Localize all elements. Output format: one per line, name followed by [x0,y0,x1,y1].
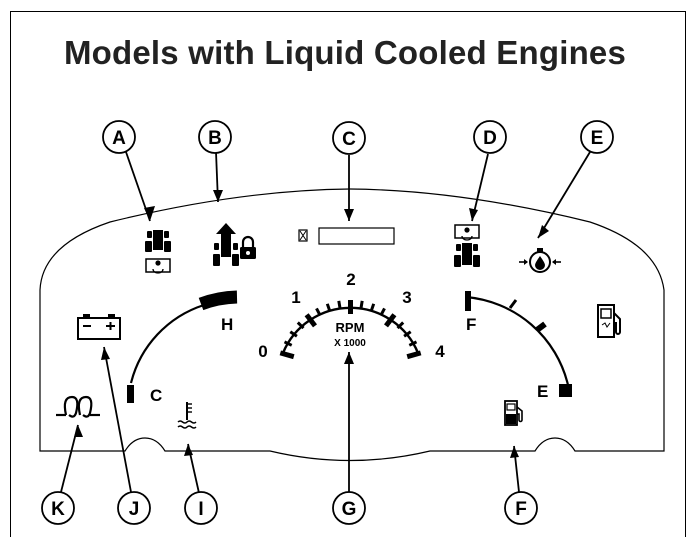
fuel-pump-icon [597,304,621,338]
glow-plug-icon [56,395,100,418]
coolant-temperature-icon [177,402,197,429]
svg-text:K: K [51,499,65,520]
tach-major-tick [304,313,317,328]
tach-minor-tick [337,300,342,310]
tach-minor-tick [289,330,298,338]
svg-text:E: E [591,128,604,149]
tach-major-tick [384,313,397,328]
tach-label-2: 2 [346,270,355,289]
callout-f: F [504,491,538,525]
battery-icon [77,314,121,340]
traction-lock-icon [213,223,256,266]
tach-label-3: 3 [402,288,411,307]
rpm-multiplier-label: X 1000 [334,338,366,349]
figure-frame [10,11,686,537]
temp-low-label: C [150,386,162,405]
tach-minor-tick [396,321,405,330]
svg-text:I: I [198,499,203,520]
figure-title: Models with Liquid Cooled Engines [63,34,627,71]
tach-minor-tick [325,303,332,312]
callout-j: J [117,491,151,525]
svg-text:G: G [342,499,357,520]
tach-minor-tick [359,300,364,310]
tachometer: 0 1 2 3 4 RPM X 1000 [258,270,445,361]
tach-label-4: 4 [435,342,445,361]
fuel-empty-label: E [537,382,548,401]
tach-minor-tick [369,303,376,312]
svg-text:F: F [515,499,527,520]
svg-text:J: J [129,499,140,520]
callout-k: K [41,491,75,525]
tachometer-ticks [279,300,422,360]
hour-meter-display [298,227,395,245]
callout-c: C [332,121,366,155]
svg-text:B: B [208,128,222,149]
svg-text:A: A [112,128,126,149]
tach-minor-tick [296,321,305,330]
front-pto-icon [145,230,171,274]
leader-lines [60,151,591,494]
svg-text:C: C [342,129,356,150]
svg-text:D: D [483,128,497,149]
tach-minor-tick [403,330,412,338]
callout-b: B [198,120,232,154]
tach-minor-tick [408,340,418,347]
fuel-full-label: F [466,315,476,334]
tach-major-tick [406,350,422,360]
leader-arrowheads [74,190,549,458]
callout-a: A [102,120,136,154]
dashboard-outline [39,188,665,462]
tach-major-tick [279,350,295,360]
tach-minor-tick [379,307,386,317]
fuel-gauge: F E [465,291,572,401]
callout-i: I [184,491,218,525]
callout-g: G [332,491,366,525]
rear-pto-icon [454,224,480,267]
callout-d: D [473,120,507,154]
low-fuel-icon [504,400,523,426]
callout-e: E [580,120,614,154]
tach-minor-tick [315,307,322,317]
tach-minor-tick [283,340,293,347]
rpm-label: RPM [336,320,365,335]
tach-label-0: 0 [258,342,267,361]
temp-high-label: H [221,315,233,334]
oil-pressure-icon [519,248,561,273]
tach-label-1: 1 [291,288,300,307]
temperature-gauge: H C [127,290,238,405]
